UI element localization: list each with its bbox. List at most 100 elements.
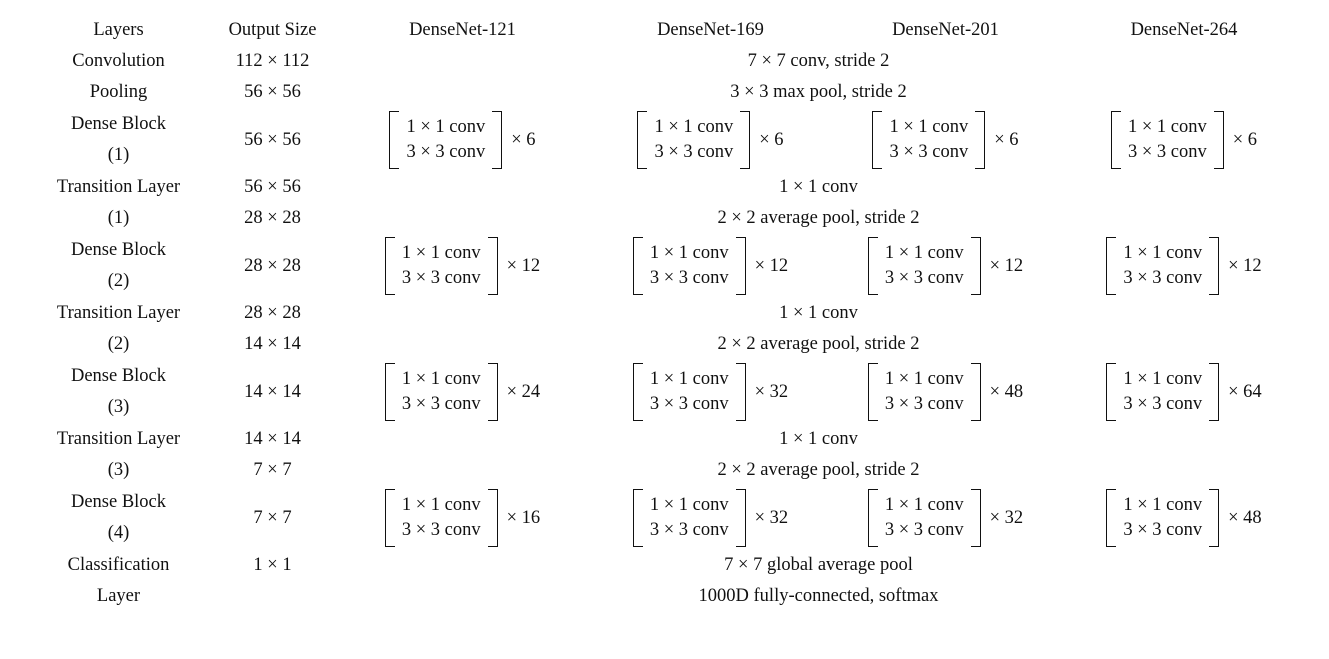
matrix-row-1: 1 × 1 conv xyxy=(401,495,481,515)
column-header-densenet-201: DenseNet-201 xyxy=(892,20,999,40)
matrix-row-2: 3 × 3 conv xyxy=(401,268,481,288)
dense-block-1-densenet-264: 1 × 1 conv 3 × 3 conv × 6 xyxy=(1063,108,1305,172)
repeat-multiplier: × 48 xyxy=(989,381,1024,402)
matrix-bracket: 1 × 1 conv 3 × 3 conv xyxy=(1106,237,1220,295)
dense-block-4-densenet-201: 1 × 1 conv 3 × 3 conv × 32 xyxy=(828,486,1063,550)
row-label-dense-block-3: Dense Block (3) xyxy=(24,360,213,424)
repeat-multiplier: × 24 xyxy=(506,381,541,402)
spec-classification-bottom: 1000D fully-connected, softmax xyxy=(698,586,939,606)
dense-block-4-densenet-121: 1 × 1 conv 3 × 3 conv × 16 xyxy=(332,486,593,550)
row-label-transition-3-line1: Transition Layer xyxy=(56,429,181,449)
column-header-densenet-121: DenseNet-121 xyxy=(409,20,516,40)
spec-transition-1-top: 1 × 1 conv xyxy=(779,177,858,197)
matrix-row-2: 3 × 3 conv xyxy=(649,394,729,414)
output-size-classification-bottom xyxy=(213,580,332,612)
repeat-multiplier: × 32 xyxy=(754,507,789,528)
architecture-table-container: Layers Output Size DenseNet-121 DenseNet… xyxy=(24,14,1305,612)
table-row-dense-block-4: Dense Block (4) 7 × 7 1 × 1 conv 3 × 3 c… xyxy=(24,486,1305,550)
table-row-dense-block-1: Dense Block (1) 56 × 56 1 × 1 conv 3 × 3… xyxy=(24,108,1305,172)
table-row-transition-3-top: Transition Layer 14 × 14 1 × 1 conv xyxy=(24,424,1305,455)
repeat-multiplier: × 12 xyxy=(506,255,541,276)
spec-transition-2-bottom: 2 × 2 average pool, stride 2 xyxy=(717,334,920,354)
output-size-transition-1-bottom: 28 × 28 xyxy=(244,208,301,228)
dense-block-3-label-line1: Dense Block xyxy=(70,366,167,386)
column-header-output-size: Output Size xyxy=(228,20,317,40)
matrix-row-2: 3 × 3 conv xyxy=(1123,394,1203,414)
row-label-transition-2-line2: (2) xyxy=(107,334,130,354)
matrix-row-2: 3 × 3 conv xyxy=(406,142,486,162)
repeat-multiplier: × 6 xyxy=(1232,129,1258,150)
row-label-classification-line1: Classification xyxy=(67,555,170,575)
matrix-row-2: 3 × 3 conv xyxy=(654,142,734,162)
output-size-dense-block-2: 28 × 28 xyxy=(244,255,301,276)
dense-block-1-densenet-201: 1 × 1 conv 3 × 3 conv × 6 xyxy=(828,108,1063,172)
row-label-pooling: Pooling xyxy=(89,82,148,102)
matrix-row-1: 1 × 1 conv xyxy=(889,117,969,137)
matrix-row-1: 1 × 1 conv xyxy=(1123,369,1203,389)
matrix-bracket: 1 × 1 conv 3 × 3 conv xyxy=(872,111,986,169)
row-label-dense-block-4: Dense Block (4) xyxy=(24,486,213,550)
dense-block-2-label-line2: (2) xyxy=(107,271,130,291)
repeat-multiplier: × 64 xyxy=(1228,381,1262,402)
table-row-pooling: Pooling 56 × 56 3 × 3 max pool, stride 2 xyxy=(24,77,1305,108)
column-header-layers: Layers xyxy=(93,20,144,40)
repeat-multiplier: × 12 xyxy=(1228,255,1262,276)
row-label-dense-block-1: Dense Block (1) xyxy=(24,108,213,172)
matrix-row-1: 1 × 1 conv xyxy=(649,243,729,263)
dense-block-3-densenet-201: 1 × 1 conv 3 × 3 conv × 48 xyxy=(828,360,1063,424)
dense-block-1-densenet-121: 1 × 1 conv 3 × 3 conv × 6 xyxy=(332,108,593,172)
dense-block-4-label-line2: (4) xyxy=(107,523,130,543)
row-label-transition-2-line1: Transition Layer xyxy=(56,303,181,323)
matrix-row-1: 1 × 1 conv xyxy=(884,243,964,263)
matrix-row-1: 1 × 1 conv xyxy=(884,495,964,515)
table-row-dense-block-3: Dense Block (3) 14 × 14 1 × 1 conv 3 × 3… xyxy=(24,360,1305,424)
repeat-multiplier: × 6 xyxy=(511,129,536,150)
column-header-densenet-264: DenseNet-264 xyxy=(1130,20,1238,40)
repeat-multiplier: × 12 xyxy=(754,255,789,276)
output-size-classification-top: 1 × 1 xyxy=(253,555,292,575)
row-label-transition-1-line1: Transition Layer xyxy=(56,177,181,197)
matrix-row-2: 3 × 3 conv xyxy=(1127,142,1207,162)
matrix-bracket: 1 × 1 conv 3 × 3 conv xyxy=(632,489,746,547)
matrix-row-1: 1 × 1 conv xyxy=(649,495,729,515)
matrix-row-2: 3 × 3 conv xyxy=(884,394,964,414)
row-label-convolution: Convolution xyxy=(72,51,165,71)
repeat-multiplier: × 32 xyxy=(989,507,1024,528)
matrix-bracket: 1 × 1 conv 3 × 3 conv xyxy=(1110,111,1224,169)
matrix-bracket: 1 × 1 conv 3 × 3 conv xyxy=(867,363,981,421)
repeat-multiplier: × 6 xyxy=(994,129,1019,150)
matrix-row-1: 1 × 1 conv xyxy=(1127,117,1207,137)
densenet-architecture-table: Layers Output Size DenseNet-121 DenseNet… xyxy=(24,14,1305,612)
output-size-convolution: 112 × 112 xyxy=(235,51,310,71)
output-size-dense-block-4: 7 × 7 xyxy=(253,507,292,528)
matrix-row-2: 3 × 3 conv xyxy=(884,268,964,288)
matrix-bracket: 1 × 1 conv 3 × 3 conv xyxy=(384,237,498,295)
table-row-classification-bottom: Layer 1000D fully-connected, softmax xyxy=(24,580,1305,612)
output-size-transition-2-top: 28 × 28 xyxy=(244,303,301,323)
row-label-classification-line2: Layer xyxy=(96,586,141,606)
matrix-row-1: 1 × 1 conv xyxy=(406,117,486,137)
matrix-row-2: 3 × 3 conv xyxy=(1123,520,1203,540)
table-row-transition-2-top: Transition Layer 28 × 28 1 × 1 conv xyxy=(24,298,1305,329)
matrix-bracket: 1 × 1 conv 3 × 3 conv xyxy=(632,363,746,421)
repeat-multiplier: × 12 xyxy=(989,255,1024,276)
matrix-row-1: 1 × 1 conv xyxy=(649,369,729,389)
matrix-bracket: 1 × 1 conv 3 × 3 conv xyxy=(1106,363,1220,421)
output-size-transition-2-bottom: 14 × 14 xyxy=(244,334,301,354)
table-row-transition-2-bottom: (2) 14 × 14 2 × 2 average pool, stride 2 xyxy=(24,329,1305,360)
matrix-bracket: 1 × 1 conv 3 × 3 conv xyxy=(632,237,746,295)
dense-block-4-densenet-264: 1 × 1 conv 3 × 3 conv × 48 xyxy=(1063,486,1305,550)
repeat-multiplier: × 16 xyxy=(506,507,541,528)
dense-block-2-densenet-169: 1 × 1 conv 3 × 3 conv × 12 xyxy=(593,234,828,298)
row-label-dense-block-2: Dense Block (2) xyxy=(24,234,213,298)
spec-classification-top: 7 × 7 global average pool xyxy=(724,555,913,575)
dense-block-3-densenet-121: 1 × 1 conv 3 × 3 conv × 24 xyxy=(332,360,593,424)
table-row-convolution: Convolution 112 × 112 7 × 7 conv, stride… xyxy=(24,46,1305,77)
output-size-transition-3-bottom: 7 × 7 xyxy=(253,460,292,480)
dense-block-2-densenet-201: 1 × 1 conv 3 × 3 conv × 12 xyxy=(828,234,1063,298)
repeat-multiplier: × 32 xyxy=(754,381,789,402)
repeat-multiplier: × 48 xyxy=(1228,507,1262,528)
matrix-bracket: 1 × 1 conv 3 × 3 conv xyxy=(867,237,981,295)
matrix-row-1: 1 × 1 conv xyxy=(401,243,481,263)
matrix-row-1: 1 × 1 conv xyxy=(884,369,964,389)
